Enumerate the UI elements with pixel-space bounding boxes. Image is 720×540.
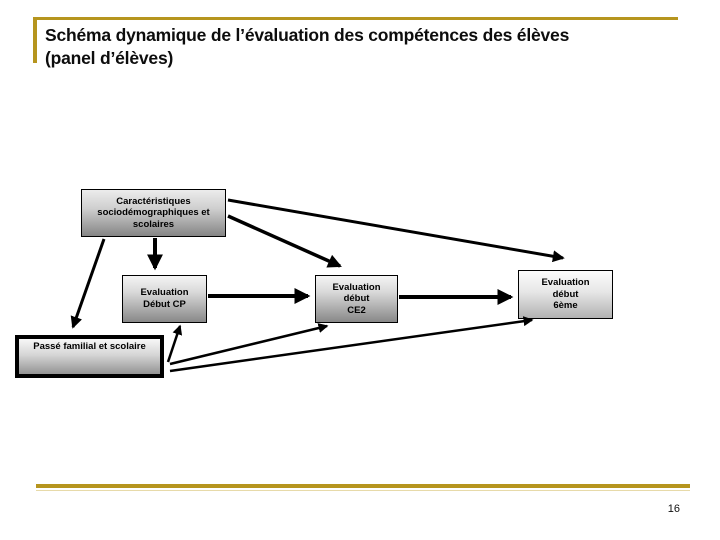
box-label: Evaluation début 6ème [541,277,590,312]
diagram-box-evaluation-debut-ce2: Evaluation début CE2 [315,275,398,323]
arrow-caracteristiques-to-eval-ce2 [227,214,342,268]
title-line-2: (panel d’élèves) [45,47,174,68]
diagram-box-passe-familial: Passé familial et scolaire [15,335,164,378]
diagram-box-evaluation-debut-cp: Evaluation Début CP [122,275,207,323]
arrow-passe-familial-to-eval-cp [166,324,183,363]
diagram-box-evaluation-debut-6eme: Evaluation début 6ème [518,270,613,319]
page-title: Schéma dynamique de l’évaluation des com… [45,24,655,70]
box-label: Passé familial et scolaire [33,341,146,352]
diagram-box-caracteristiques: Caractéristiques sociodémographiques et … [81,189,226,237]
title-line-1: Schéma dynamique de l’évaluation des com… [45,25,570,45]
box-label: Evaluation début CE2 [332,281,381,316]
accent-line-left [33,17,37,63]
box-label: Evaluation Début CP [140,287,189,310]
arrow-passe-familial-to-eval-ce2 [169,323,329,366]
arrow-caracteristiques-to-passe-familial [70,238,106,329]
arrow-passe-familial-to-eval-6eme [169,316,534,373]
page-number: 16 [667,503,680,515]
accent-line-bottom-thin [36,490,690,491]
accent-line-top [33,17,678,20]
arrow-caracteristiques-to-eval-6eme [227,198,565,263]
accent-line-bottom [36,484,690,488]
box-label: Caractéristiques sociodémographiques et … [97,195,210,230]
